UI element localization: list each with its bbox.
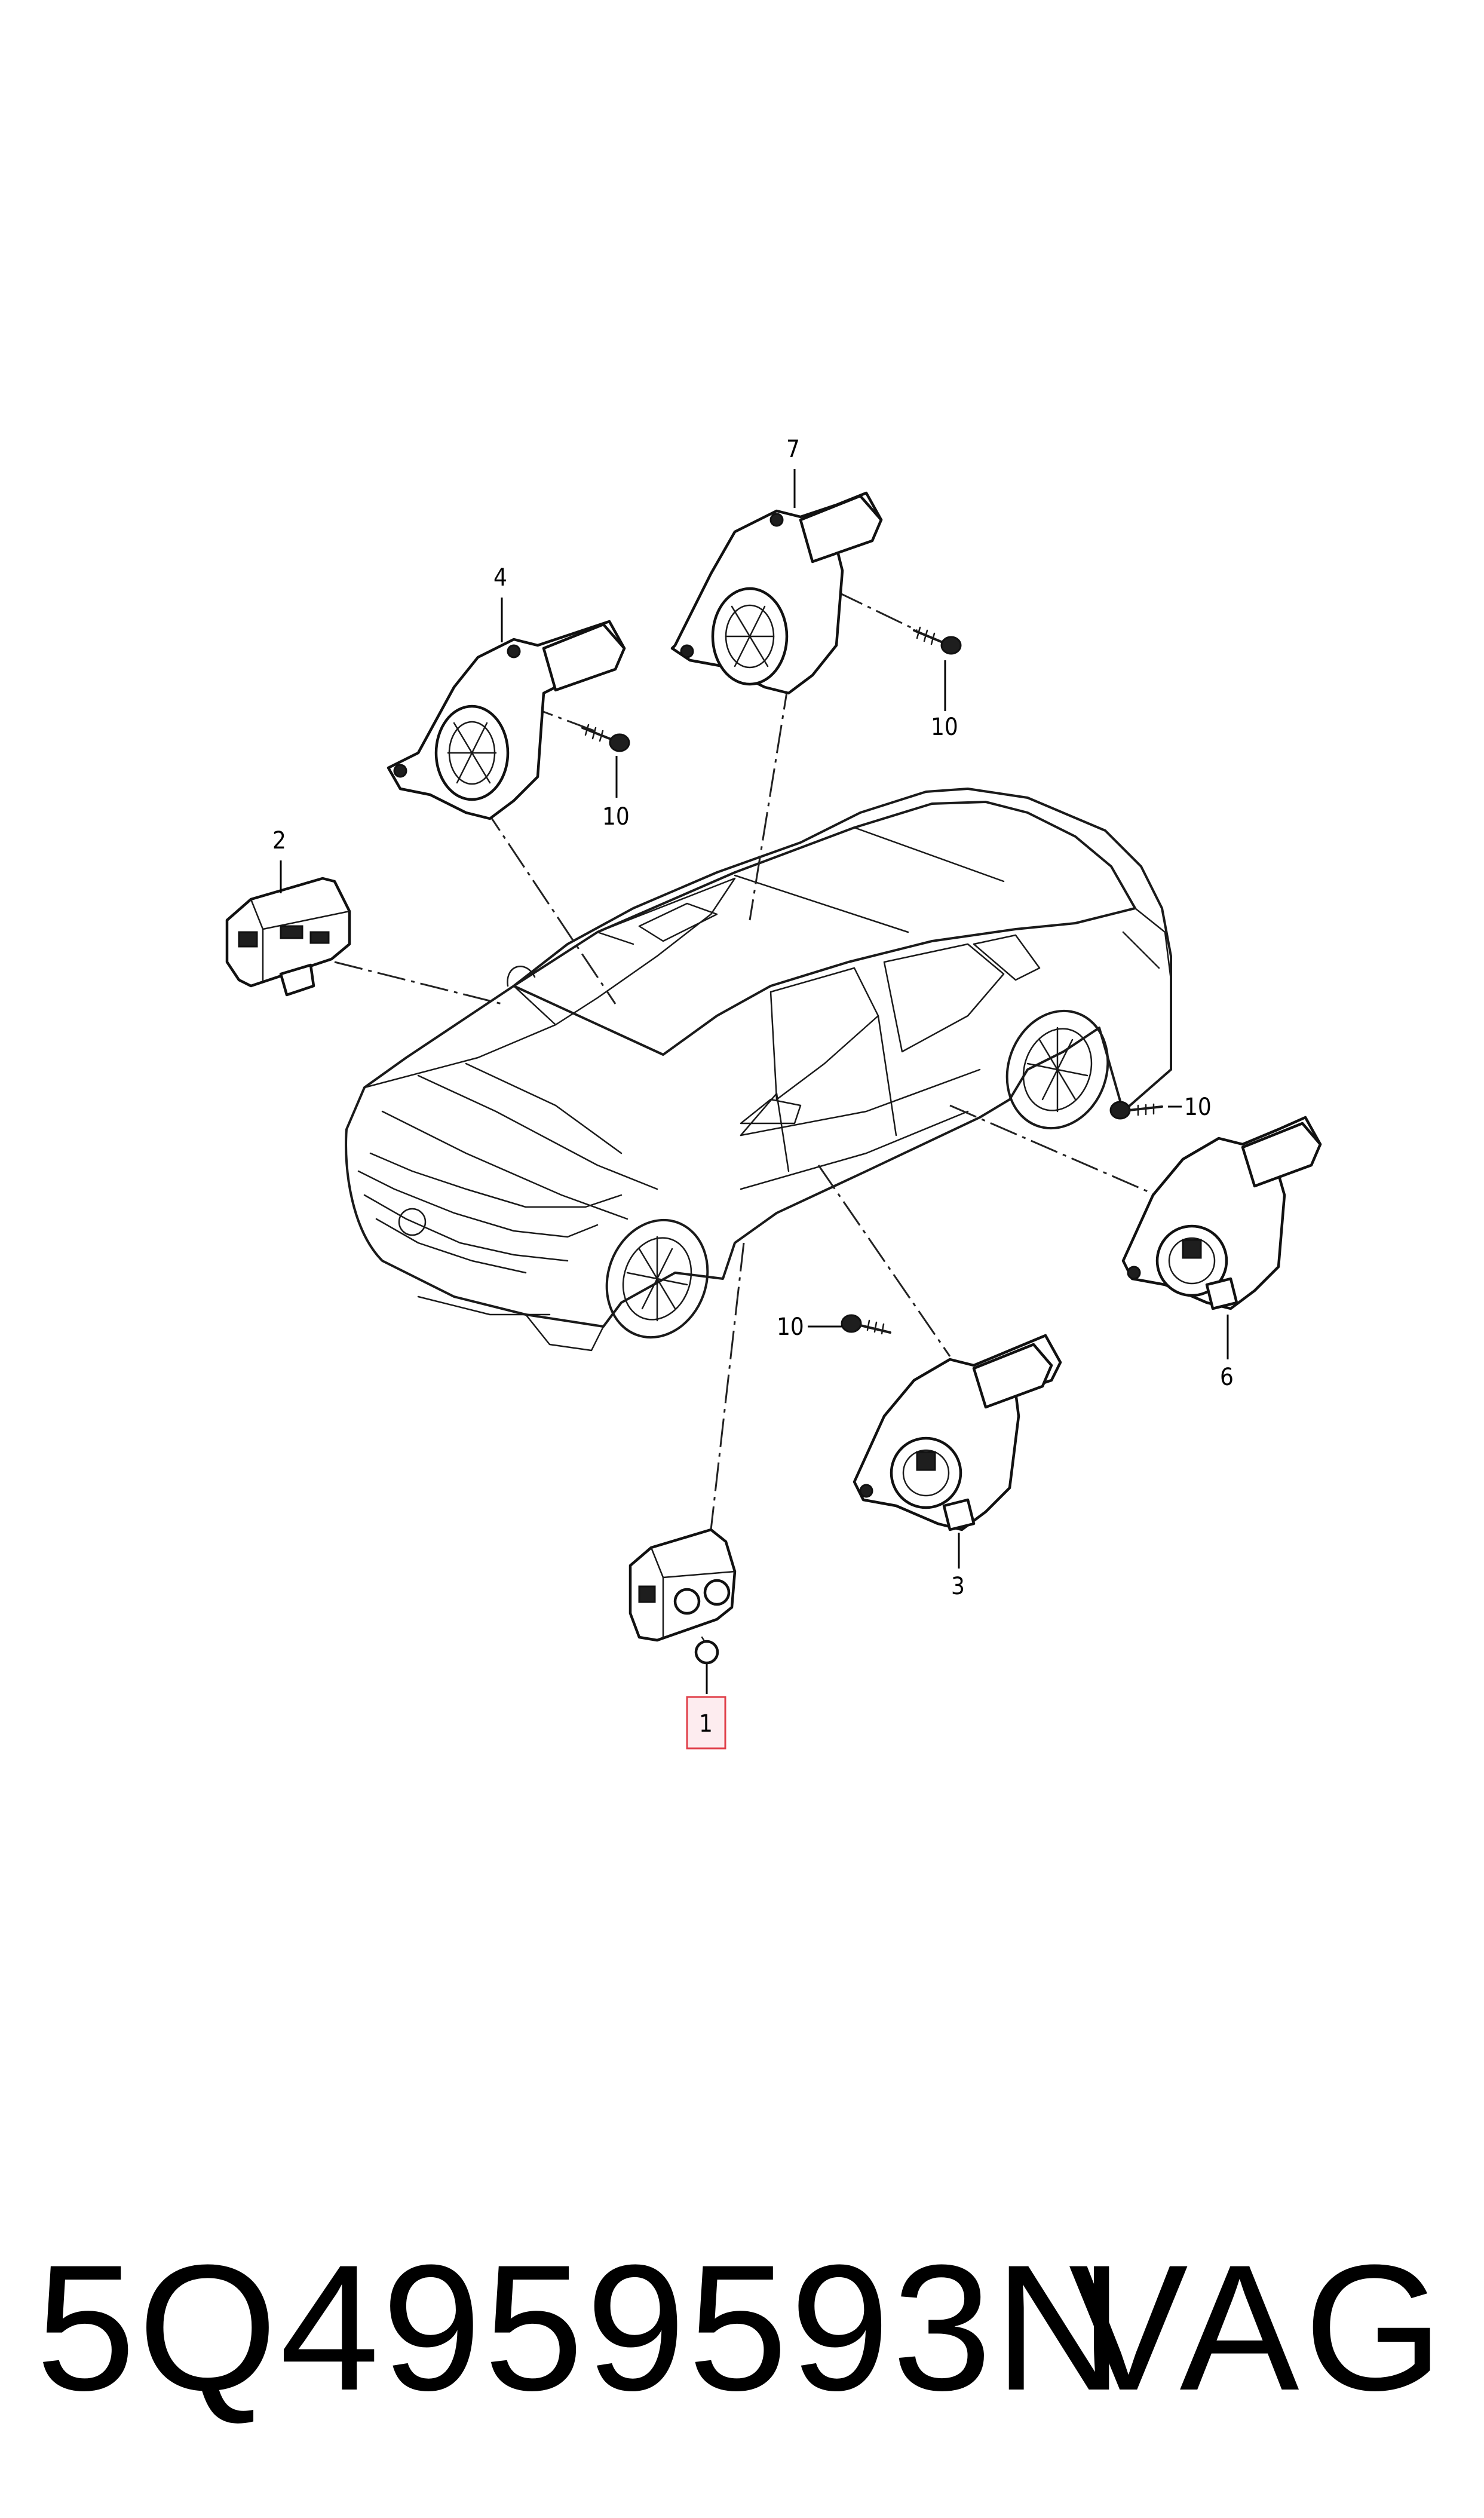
callout-4: 4 [493,564,507,592]
brand-label: VAG [1068,2227,1448,2428]
callout-3: 3 [951,1573,965,1600]
callout-ticks [280,469,1229,1694]
callout-2: 2 [272,827,286,854]
screw-10-a [581,724,630,752]
leader-lines [334,590,1157,1530]
parts-diagram: 4 7 2 10 10 10 10 6 3 1 [225,436,1322,1750]
footer: 5Q4959593N VAG [0,2199,1484,2456]
car-illustration [345,788,1172,1352]
callout-7: 7 [786,436,800,463]
part-3-window-motor [853,1334,1062,1531]
callout-6: 6 [1220,1364,1234,1391]
callout-10-b: 10 [931,713,958,741]
screw-10-c [1109,1101,1163,1120]
callout-10-d: 10 [777,1313,804,1341]
callout-10-a: 10 [602,803,630,831]
part-2-control-unit [225,877,351,997]
screw-10-b [913,626,962,655]
screw-10-d [841,1314,891,1335]
callout-1: 1 [699,1710,713,1738]
part-4-window-motor [387,620,626,820]
callout-1-highlighted[interactable]: 1 [686,1696,726,1750]
part-7-window-motor [670,491,883,695]
part-1-control-unit [628,1528,737,1665]
callout-10-c: 10 [1184,1093,1212,1121]
part-number: 5Q4959593N [36,2227,1126,2428]
part-6-window-motor [1121,1116,1322,1310]
callout-1-highlight-box [686,1696,726,1750]
